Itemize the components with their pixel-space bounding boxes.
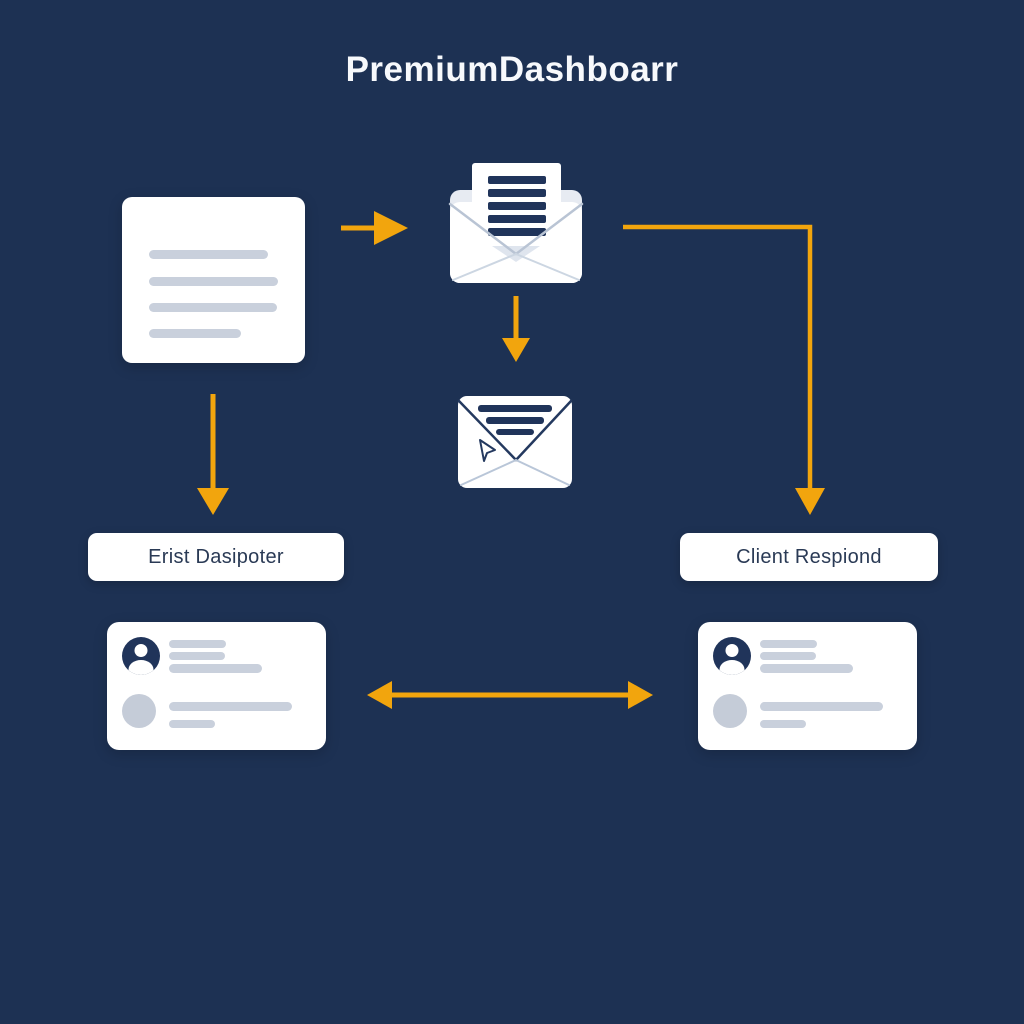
cursor-icon [479, 439, 496, 462]
document-text-placeholder [149, 303, 277, 312]
sent-envelope-icon [457, 396, 573, 488]
contact-text-placeholder [169, 664, 262, 673]
step-label-text: Erist Dasipoter [148, 545, 284, 568]
contact-text-placeholder [169, 720, 215, 728]
document-text-placeholder [149, 277, 278, 286]
contact-text-placeholder [760, 664, 853, 673]
contact-text-placeholder [169, 702, 292, 711]
document-text-placeholder [149, 250, 268, 259]
contact-text-placeholder [760, 640, 817, 648]
step-label-text: Client Respiond [736, 545, 882, 568]
user-avatar-icon [713, 637, 751, 675]
contact-text-placeholder [169, 640, 226, 648]
step-label-erist-dasipoter: Erist Dasipoter [88, 533, 344, 581]
placeholder-avatar-circle [122, 694, 156, 728]
step-label-client-respiond: Client Respiond [680, 533, 938, 581]
contact-text-placeholder [760, 652, 816, 660]
contact-text-placeholder [760, 702, 883, 711]
open-envelope-node [446, 158, 586, 288]
arrow-envelope-to-client-respond [623, 224, 825, 515]
user-avatar-icon [122, 637, 160, 675]
arrow-document-to-envelope [341, 211, 408, 245]
arrow-document-to-erist [197, 394, 229, 515]
contact-text-placeholder [169, 652, 225, 660]
page-title: PremiumDashboarr [345, 50, 679, 89]
document-text-placeholder [149, 329, 241, 338]
placeholder-avatar-circle [713, 694, 747, 728]
contact-card-right [698, 622, 917, 750]
sent-envelope-node [456, 392, 576, 492]
contact-card-left [107, 622, 326, 750]
open-envelope-icon [448, 163, 584, 283]
arrow-envelope-to-sent [502, 296, 530, 362]
arrow-contacts-bidirectional [367, 681, 653, 709]
document-card [122, 197, 305, 363]
contact-text-placeholder [760, 720, 806, 728]
